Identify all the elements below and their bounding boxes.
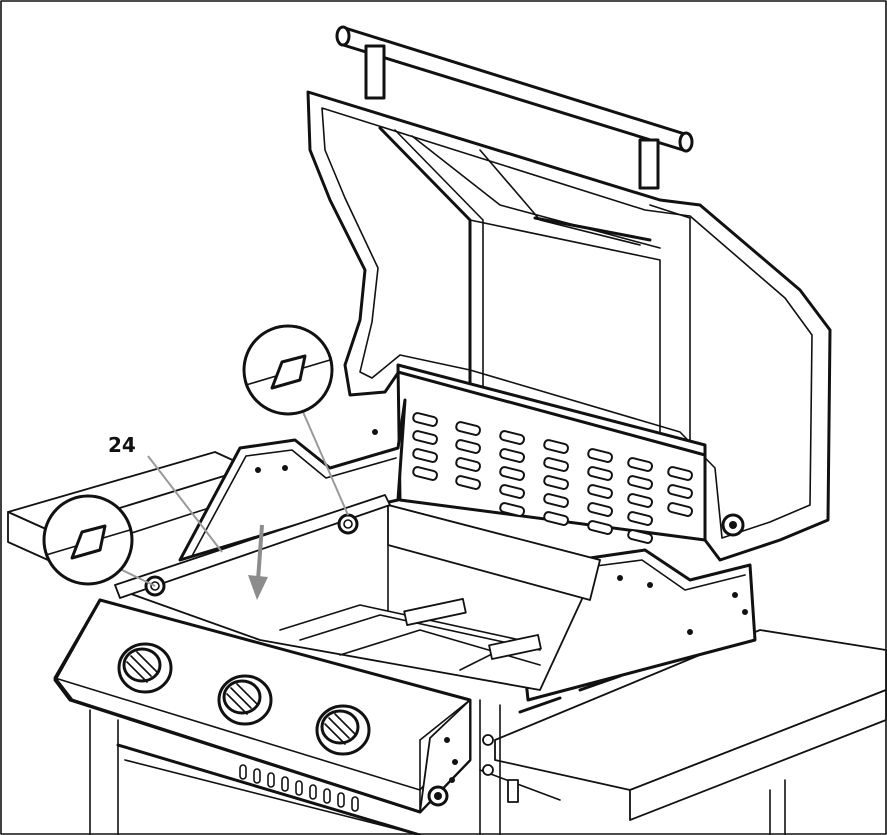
cabinet-vent-slots (239, 764, 359, 812)
vent-slot (499, 448, 526, 463)
part-callout-24: 24 (108, 433, 223, 553)
rear-vent-panel (396, 363, 707, 544)
vent-slot (627, 511, 654, 526)
vent-slot (543, 439, 570, 454)
lid-handle[interactable] (335, 25, 694, 190)
detail-callout-right (242, 324, 349, 516)
cabinet-slot (295, 780, 303, 796)
vent-slot (587, 520, 614, 535)
install-direction-arrow (248, 524, 268, 600)
vent-slot (543, 493, 570, 508)
cabinet-slot (253, 768, 261, 784)
vent-slot (543, 457, 570, 472)
detail-callout-left (42, 494, 156, 587)
vent-slot (667, 484, 694, 499)
vent-slot (412, 466, 439, 481)
cabinet-slot (323, 788, 331, 804)
cabinet-slot (309, 784, 317, 800)
vent-slot (587, 448, 614, 463)
part-number-label: 24 (108, 433, 136, 457)
cabinet-slot (351, 796, 359, 812)
cabinet-slot (281, 776, 289, 792)
vent-slot (667, 466, 694, 481)
vent-slots (412, 412, 694, 544)
cabinet (89, 699, 786, 835)
control-knob-middle[interactable] (217, 674, 273, 726)
vent-slot (667, 502, 694, 517)
vent-slot (412, 430, 439, 445)
vent-slot (455, 421, 482, 436)
firebox (119, 398, 757, 702)
vent-slot (499, 466, 526, 481)
vent-slot (543, 511, 570, 526)
control-knob-right[interactable] (315, 704, 371, 756)
vent-slot (412, 412, 439, 427)
vent-slot (627, 457, 654, 472)
vent-slot (455, 475, 482, 490)
cabinet-slot (337, 792, 345, 808)
part-leader-line (147, 455, 223, 553)
vent-slot (499, 502, 526, 517)
vent-slot (587, 484, 614, 499)
vent-slot (543, 475, 570, 490)
cabinet-slot (267, 772, 275, 788)
vent-slot (627, 529, 654, 544)
vent-slot (499, 484, 526, 499)
vent-slot (627, 493, 654, 508)
vent-slot (455, 439, 482, 454)
vent-slot (412, 448, 439, 463)
vent-slot (455, 457, 482, 472)
cabinet-slot (239, 764, 247, 780)
vent-slot (587, 466, 614, 481)
control-knobs[interactable] (117, 642, 371, 756)
control-knob-left[interactable] (117, 642, 173, 694)
vent-slot (627, 475, 654, 490)
vent-slot (499, 430, 526, 445)
vent-slot (587, 502, 614, 517)
